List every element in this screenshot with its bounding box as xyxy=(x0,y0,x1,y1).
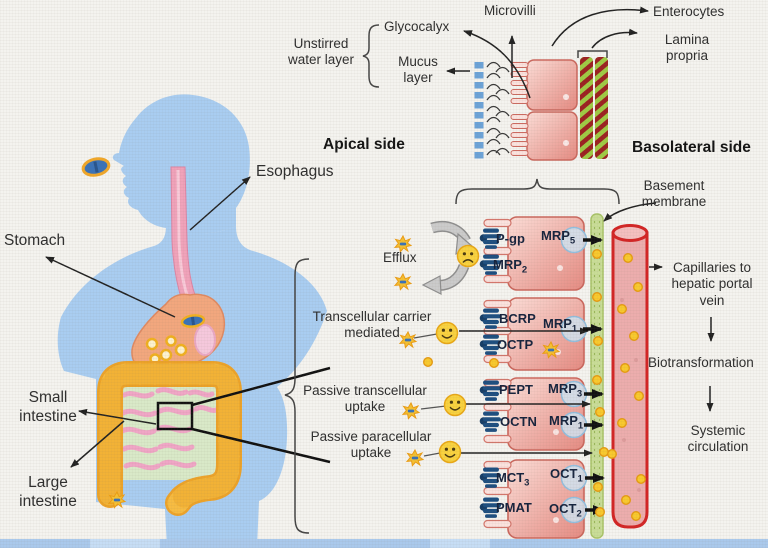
lamina-propria-stripes xyxy=(580,57,608,159)
transporter-octn: OCTN xyxy=(500,414,537,429)
transporter-oct1: OCT1 xyxy=(550,466,583,485)
large-intestine-arrow xyxy=(70,420,125,468)
transporter-pmat: PMAT xyxy=(496,500,532,515)
transporter-pept: PEPT xyxy=(499,382,533,397)
transporter-octp: OCTP xyxy=(497,337,534,352)
label-basolateral-side: Basolateral side xyxy=(632,139,751,156)
transporter-mrp3: MRP3 xyxy=(548,381,583,400)
transporter-pgp: P-gp xyxy=(496,231,525,246)
transporter-oct2: OCT2 xyxy=(549,501,582,520)
transporter-mrp2: MRP2 xyxy=(493,257,528,276)
label-esophagus: Esophagus xyxy=(256,163,334,180)
label-microvilli: Microvilli xyxy=(484,3,536,18)
enterocyte-cell xyxy=(526,111,578,161)
intestines-graphic xyxy=(97,361,242,516)
zoom-box xyxy=(156,401,194,431)
esophagus-highlight xyxy=(176,169,190,299)
efflux-arrow-out-icon xyxy=(421,263,470,295)
water-strip xyxy=(0,539,768,548)
stomach-arrow xyxy=(45,256,176,318)
label-stomach: Stomach xyxy=(4,232,66,249)
stomach-graphic xyxy=(131,293,226,372)
enterocyte-column xyxy=(479,216,588,539)
esophagus-arrow xyxy=(189,176,251,231)
transporter-mrp5: MRP5 xyxy=(541,228,576,247)
small-intestine-arrow xyxy=(78,408,157,425)
villus-to-column-brace xyxy=(455,178,620,205)
left-section-brace xyxy=(284,258,310,534)
transporter-bcrp: BCRP xyxy=(499,311,536,326)
glycocalyx-arrow xyxy=(463,30,531,99)
molecule-connector-lines xyxy=(413,333,447,457)
water-strip-highlight xyxy=(90,539,160,548)
lamina-arrow xyxy=(591,28,638,49)
transporter-mrp1b: MRP1 xyxy=(549,413,584,432)
water-strip-highlight xyxy=(430,539,490,548)
zoom-box-lines xyxy=(191,366,331,464)
glycocalyx-squiggles xyxy=(486,61,510,156)
transporter-mct3: MCT3 xyxy=(496,470,530,489)
stomach-fold xyxy=(194,324,216,356)
unstirred-brace xyxy=(362,24,380,88)
label-biotransformation: Biotransformation xyxy=(648,355,754,370)
transporter-mrp1: MRP1 xyxy=(543,316,578,335)
pill-in-stomach-icon xyxy=(180,314,206,328)
label-glycocalyx: Glycocalyx xyxy=(384,19,450,34)
enterocytes-arrow xyxy=(551,6,649,47)
capillary-texture xyxy=(620,298,641,492)
basement-membrane-arrow xyxy=(603,202,657,222)
pill-icon xyxy=(81,157,111,177)
head-shape xyxy=(112,94,250,234)
label-efflux: Efflux xyxy=(383,250,417,265)
small-intestine-coils xyxy=(119,387,221,471)
label-apical-side: Apical side xyxy=(323,136,405,153)
label-enterocytes: Enterocytes xyxy=(653,4,725,19)
villus-structure xyxy=(474,50,608,161)
enterocyte-cell xyxy=(526,59,578,111)
lamina-bracket xyxy=(577,50,608,58)
